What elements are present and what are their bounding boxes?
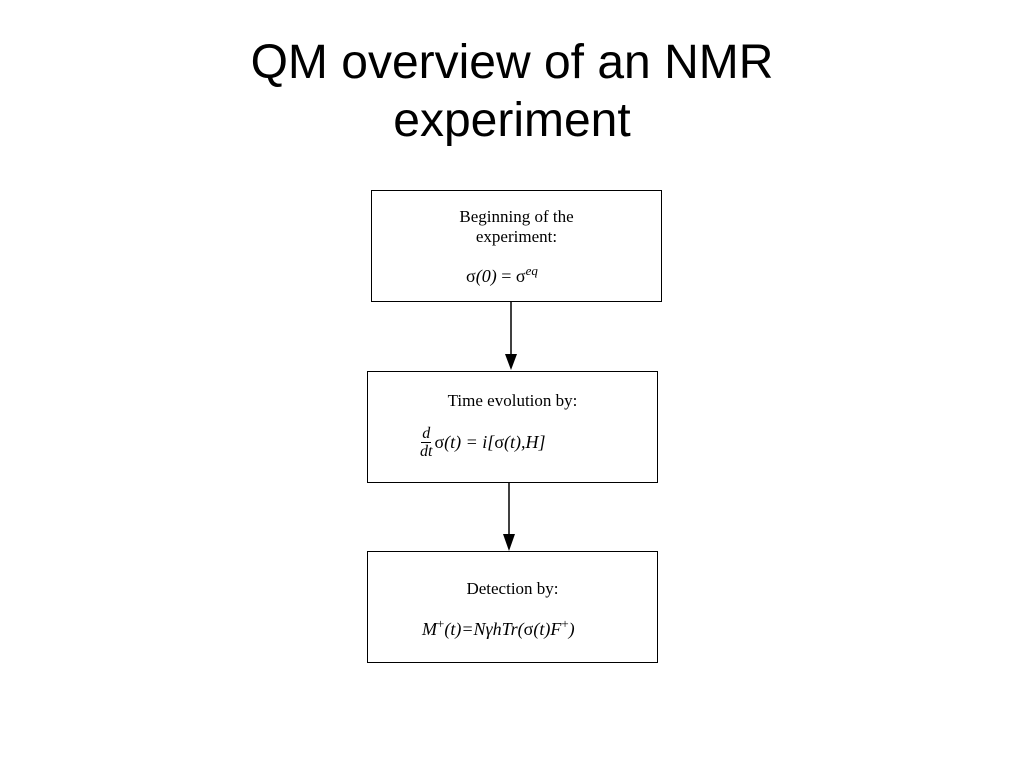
step-label-detection-line1: Detection by: <box>466 579 559 598</box>
equation-part: (t)=N <box>444 619 486 639</box>
arrow-begin-to-evolution <box>505 302 517 370</box>
equation-close-paren: ) <box>568 619 575 639</box>
step-box-time-evolution: Time evolution by: d dt σ(t) = i[σ(t),H] <box>367 371 658 483</box>
sigma-symbol-rhs: σ <box>515 266 526 286</box>
equation-lhs-arg: (0) <box>475 266 497 286</box>
step-label-beginning-line1: Beginning of the <box>459 207 574 226</box>
equation-initial-state: σ(0) = σeq <box>466 263 538 287</box>
step-label-time-evolution-line1: Time evolution by: <box>447 391 578 410</box>
sigma-symbol-commutator: σ <box>494 432 505 452</box>
slide-title: QM overview of an NMR experiment <box>0 34 1024 150</box>
sigma-symbol: σ <box>466 266 476 286</box>
equation-time-evolution: d dt σ(t) = i[σ(t),H] <box>420 425 546 460</box>
equation-equals: = <box>496 266 516 286</box>
fraction-numerator: d <box>421 425 432 443</box>
sigma-symbol: σ <box>434 432 445 452</box>
fraction-denominator: dt <box>420 443 433 460</box>
equation-part: (t) = i[ <box>444 432 495 452</box>
equation-part: hTr( <box>492 619 524 639</box>
equation-plus-sup-f: + <box>561 616 569 631</box>
step-label-beginning: Beginning of the experiment: <box>372 207 661 247</box>
step-label-beginning-line2: experiment: <box>475 227 558 246</box>
equation-superscript-eq: eq <box>525 263 538 278</box>
equation-part: (t)F <box>533 619 562 639</box>
arrow-evolution-to-detection <box>503 483 515 551</box>
equation-m: M <box>422 619 437 639</box>
gamma-symbol: γ <box>485 619 493 639</box>
step-label-time-evolution: Time evolution by: <box>368 391 657 411</box>
sigma-symbol: σ <box>523 619 534 639</box>
equation-detection: M+(t)=NγhTr(σ(t)F+) <box>422 616 575 640</box>
derivative-fraction: d dt <box>420 425 432 460</box>
equation-part-end: (t),H] <box>504 432 546 452</box>
step-box-beginning: Beginning of the experiment: σ(0) = σeq <box>371 190 662 302</box>
slide-title-line1: QM overview of an NMR <box>250 36 774 89</box>
step-label-detection: Detection by: <box>368 579 657 599</box>
slide-title-line2: experiment <box>393 94 631 147</box>
equation-plus-sup: + <box>437 616 445 631</box>
step-box-detection: Detection by: M+(t)=NγhTr(σ(t)F+) <box>367 551 658 663</box>
